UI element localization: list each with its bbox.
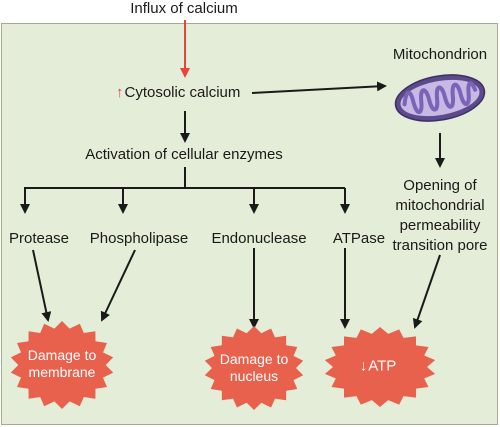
nucleus-damage-text: Damage to nucleus	[220, 351, 288, 385]
cytosolic-to-mitochondrion-arrow	[251, 81, 387, 94]
phospholipase-label: Phospholipase	[89, 230, 189, 247]
membrane-line-1: Damage to	[27, 347, 97, 363]
protease-to-membrane-arrow	[32, 249, 52, 322]
nucleus-line-1: Damage to	[219, 351, 289, 367]
cytosolic-label: Cytosolic calcium	[124, 84, 241, 101]
membrane-line-2: membrane	[28, 364, 96, 380]
atpase-label: ATPase	[332, 230, 386, 247]
phospholipase-to-membrane-arrow	[100, 249, 136, 322]
endonuclease-label: Endonuclease	[211, 230, 307, 247]
up-arrow-icon: ↑	[116, 84, 124, 101]
atp-depletion-burst	[324, 327, 436, 407]
atp-label: ATP	[368, 357, 397, 375]
mptp-line-3: permeability	[399, 217, 481, 234]
mitochondrion-label: Mitochondrion	[392, 46, 488, 63]
nucleus-line-2: nucleus	[229, 368, 279, 384]
mitochondrion-icon	[394, 74, 486, 122]
atp-depletion-text: ↓ATP	[360, 358, 397, 375]
cytosolic-calcium-node: ↑Cytosolic calcium	[116, 84, 240, 102]
membrane-damage-burst	[10, 321, 114, 409]
protease-label: Protease	[8, 230, 70, 247]
activation-label: Activation of cellular enzymes	[85, 146, 283, 163]
membrane-damage-text: Damage to membrane	[28, 347, 96, 381]
mptp-label: Opening of mitochondrial permeability tr…	[392, 176, 487, 256]
mptp-line-1: Opening of	[403, 177, 477, 194]
mptp-line-2: mitochondrial	[395, 197, 485, 214]
influx-label: Influx of calcium	[130, 0, 238, 17]
mptp-line-4: transition pore	[392, 237, 488, 254]
down-arrow-icon: ↓	[359, 357, 368, 375]
nucleus-damage-burst	[204, 326, 304, 410]
mptp-to-atp-arrow	[412, 254, 441, 329]
